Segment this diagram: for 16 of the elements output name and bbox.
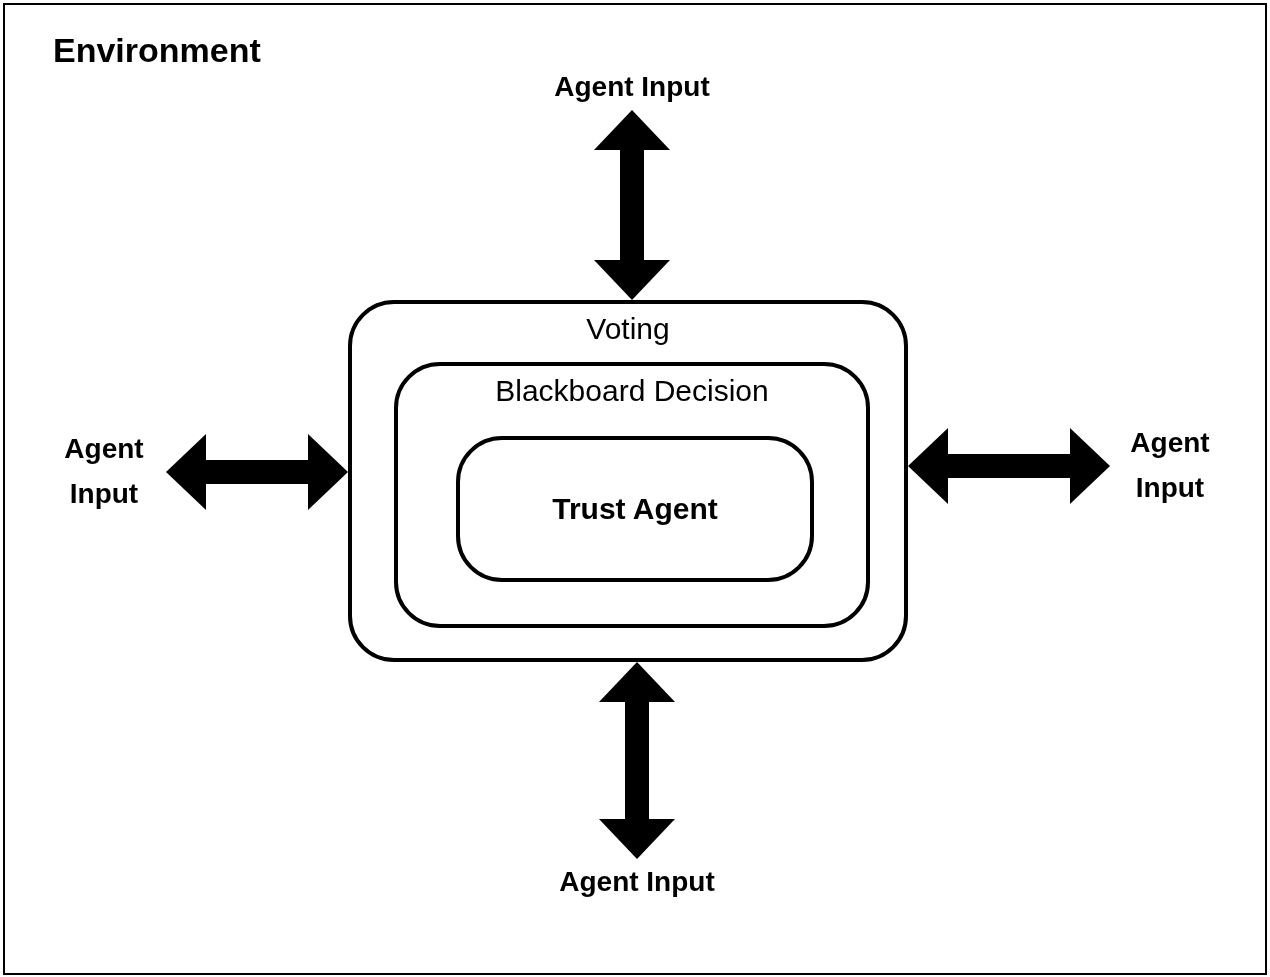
box-title: Blackboard Decision [495,374,769,408]
box-title: Voting [586,312,670,346]
double-arrow [166,434,348,510]
rounded-box [394,362,870,628]
double-arrow [908,428,1110,504]
rounded-box [456,436,814,582]
double-arrow [599,662,675,859]
box-title: Trust Agent [551,492,719,526]
agent-input-label: Agent Input [1110,420,1230,512]
environment-frame [3,3,1267,975]
agent-input-label: Agent Input [527,859,747,905]
environment-title: Environment [53,31,261,70]
agent-input-label: Agent Input [42,426,166,518]
agent-input-label: Agent Input [527,64,737,110]
rounded-box [348,300,908,662]
double-arrow [594,110,670,300]
